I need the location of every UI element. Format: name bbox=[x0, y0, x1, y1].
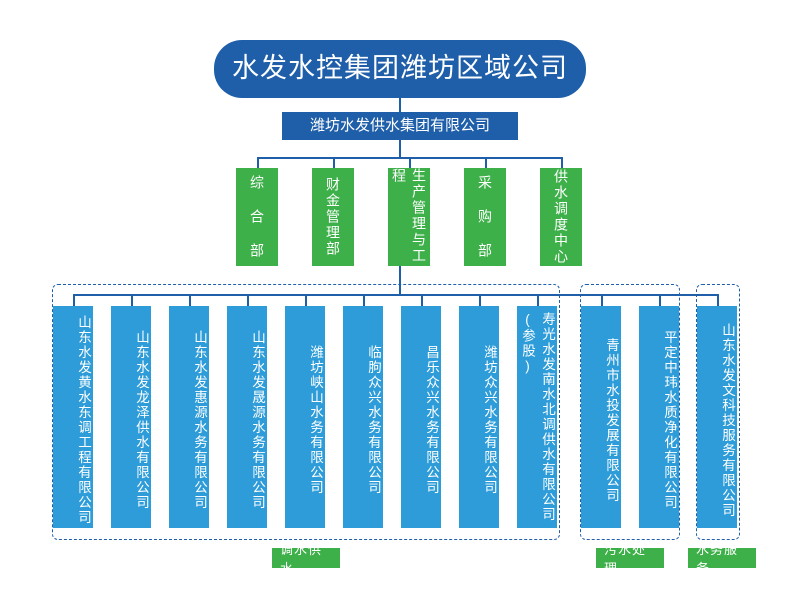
sub-drop-2 bbox=[131, 294, 133, 306]
sub-drop-9 bbox=[537, 294, 539, 306]
group-box-water-service bbox=[696, 284, 740, 540]
connector-root-to-level2 bbox=[399, 98, 401, 112]
subsidiary-bus-line bbox=[73, 294, 717, 296]
group-box-water-supply bbox=[52, 284, 560, 540]
sub-drop-12 bbox=[717, 294, 719, 306]
sub-drop-3 bbox=[189, 294, 191, 306]
company-node-10[interactable]: 青州市水投发展有限公司 bbox=[581, 306, 621, 528]
department-node-2[interactable]: 财金管理部 bbox=[312, 168, 354, 266]
department-node-3[interactable]: 生产管理与工程 bbox=[388, 168, 430, 266]
company-node-2[interactable]: 山东水发龙泽供水有限公司 bbox=[111, 306, 151, 528]
group-label-water-supply: 调水供水 bbox=[272, 542, 340, 576]
department-node-4[interactable]: 采 购 部 bbox=[464, 168, 506, 266]
connector-to-subsidiary-bus bbox=[399, 266, 401, 295]
connector-level2-down bbox=[399, 140, 401, 158]
company-node-6[interactable]: 临朐众兴水务有限公司 bbox=[343, 306, 383, 528]
company-node-9[interactable]: 寿光水发南水北调供水有限公司(参股) bbox=[517, 306, 557, 528]
company-node-4[interactable]: 山东水发晟源水务有限公司 bbox=[227, 306, 267, 528]
sub-drop-7 bbox=[421, 294, 423, 306]
company-node-12[interactable]: 山东水发文科技服务有限公司 bbox=[697, 306, 737, 528]
sub-drop-5 bbox=[305, 294, 307, 306]
group-label-sewage: 污水处理 bbox=[596, 542, 664, 576]
group-box-sewage bbox=[580, 284, 680, 540]
company-node-5[interactable]: 潍坊峡山水务有限公司 bbox=[285, 306, 325, 528]
dept-drop-5 bbox=[561, 157, 563, 168]
sub-drop-4 bbox=[247, 294, 249, 306]
company-node-7[interactable]: 昌乐众兴水务有限公司 bbox=[401, 306, 441, 528]
department-node-1[interactable]: 综 合 部 bbox=[236, 168, 278, 266]
sub-drop-6 bbox=[363, 294, 365, 306]
dept-drop-1 bbox=[257, 157, 259, 168]
company-node-8[interactable]: 潍坊众兴水务有限公司 bbox=[459, 306, 499, 528]
company-node-1[interactable]: 山东水发黄水东调工程有限公司 bbox=[53, 306, 93, 528]
company-node-11[interactable]: 平定中玮水质净化有限公司 bbox=[639, 306, 679, 528]
sub-drop-10 bbox=[601, 294, 603, 306]
dept-drop-3 bbox=[409, 157, 411, 168]
sub-drop-11 bbox=[659, 294, 661, 306]
dept-drop-4 bbox=[485, 157, 487, 168]
group-label-water-service: 水务服务 bbox=[688, 542, 756, 576]
sub-drop-1 bbox=[73, 294, 75, 306]
sub-drop-8 bbox=[479, 294, 481, 306]
level2-node[interactable]: 潍坊水发供水集团有限公司 bbox=[282, 112, 518, 140]
company-node-3[interactable]: 山东水发惠源水务有限公司 bbox=[169, 306, 209, 528]
dept-drop-2 bbox=[333, 157, 335, 168]
root-node[interactable]: 水发水控集团潍坊区域公司 bbox=[214, 40, 586, 98]
department-node-5[interactable]: 供水调度中心 bbox=[540, 168, 582, 266]
